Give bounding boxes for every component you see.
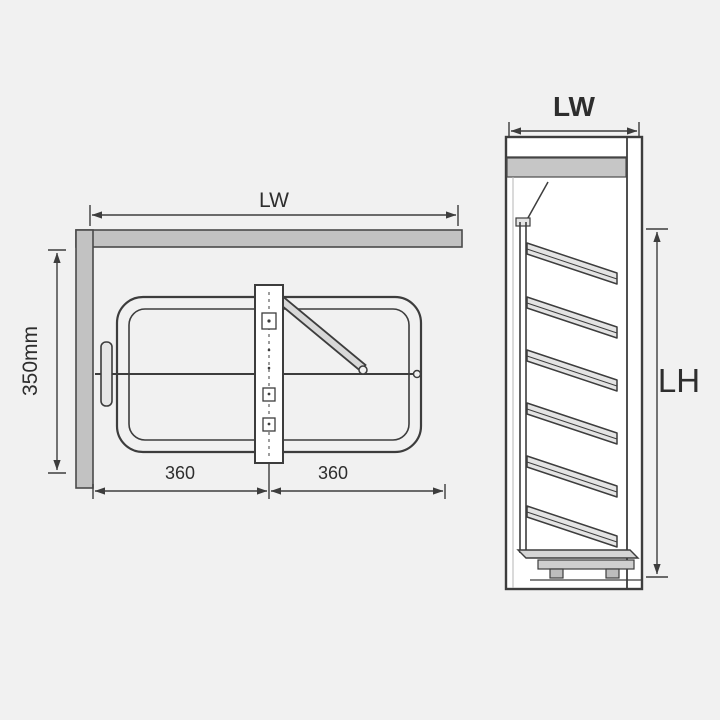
- basket-2: [526, 296, 618, 339]
- arm-pivot: [358, 365, 368, 375]
- pole-top-mount: [515, 217, 531, 227]
- base-slide: [516, 549, 641, 581]
- basket-1: [526, 242, 618, 285]
- plan-basket-frame: [95, 284, 423, 464]
- plan-depth-label: 350mm: [19, 326, 42, 396]
- front-width-dimension: LW: [508, 91, 640, 140]
- base-foot-left: [549, 568, 564, 579]
- basket-6: [526, 505, 618, 548]
- plan-right-segment-label: 360: [318, 463, 348, 483]
- plan-depth-dimension: 350mm: [19, 249, 66, 474]
- basket-4: [526, 402, 618, 445]
- plan-view: LW 350mm: [19, 189, 463, 499]
- axle-end-pin: [412, 369, 422, 379]
- base-foot-right: [605, 568, 620, 579]
- plan-side-panel: [75, 229, 94, 489]
- front-height-dimension: LH: [646, 228, 700, 578]
- basket-3: [526, 349, 618, 392]
- basket-5: [526, 455, 618, 498]
- plan-left-segment-label: 360: [165, 463, 195, 483]
- plan-back-panel: [75, 229, 463, 248]
- plan-width-dimension: LW: [89, 189, 459, 226]
- top-shelf: [506, 157, 627, 178]
- front-height-label: LH: [658, 362, 700, 399]
- center-post: [254, 284, 284, 464]
- plan-segment-dimensions: 360 360: [92, 463, 446, 499]
- left-bracket: [100, 341, 113, 407]
- diagonal-arm: [277, 295, 367, 373]
- front-view: LW: [504, 91, 700, 591]
- front-width-label: LW: [553, 91, 596, 122]
- pullout-unit: [515, 181, 641, 581]
- plan-width-label: LW: [259, 189, 289, 212]
